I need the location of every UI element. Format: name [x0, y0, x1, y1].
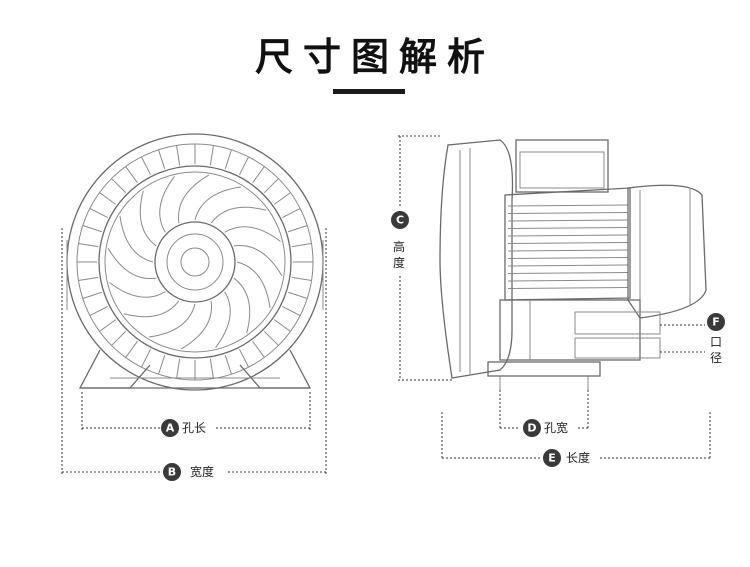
dim-e-letter: E: [548, 452, 556, 465]
dim-a-label: 孔长: [182, 421, 206, 435]
page-title: 尺寸图解析: [254, 34, 495, 79]
dim-b-marker: B 宽度: [163, 463, 214, 481]
dim-c-letter: C: [396, 214, 404, 227]
title-underline: [333, 89, 405, 94]
dim-f-letter: F: [712, 316, 720, 329]
dim-f-label-1: 口: [710, 335, 722, 349]
dim-e-label: 长度: [566, 450, 590, 465]
dim-c-label-1: 高: [393, 239, 405, 254]
dim-f-marker: F 口 径: [707, 313, 725, 365]
dim-d-label: 孔宽: [544, 420, 568, 435]
dim-b-label: 宽度: [190, 464, 214, 479]
dim-c-marker: C 高 度: [391, 211, 409, 270]
dim-a-marker: A 孔长: [161, 419, 206, 437]
dim-d-marker: D 孔宽: [523, 419, 568, 437]
dim-b-letter: B: [168, 466, 176, 479]
side-view-blower: [439, 139, 707, 392]
dim-c-label-2: 度: [393, 255, 405, 270]
dim-e-marker: E 长度: [543, 449, 590, 467]
dim-d-letter: D: [527, 422, 536, 435]
dim-f-label-2: 径: [710, 351, 722, 365]
dim-a-letter: A: [166, 422, 175, 435]
front-view-blower: [66, 133, 324, 391]
